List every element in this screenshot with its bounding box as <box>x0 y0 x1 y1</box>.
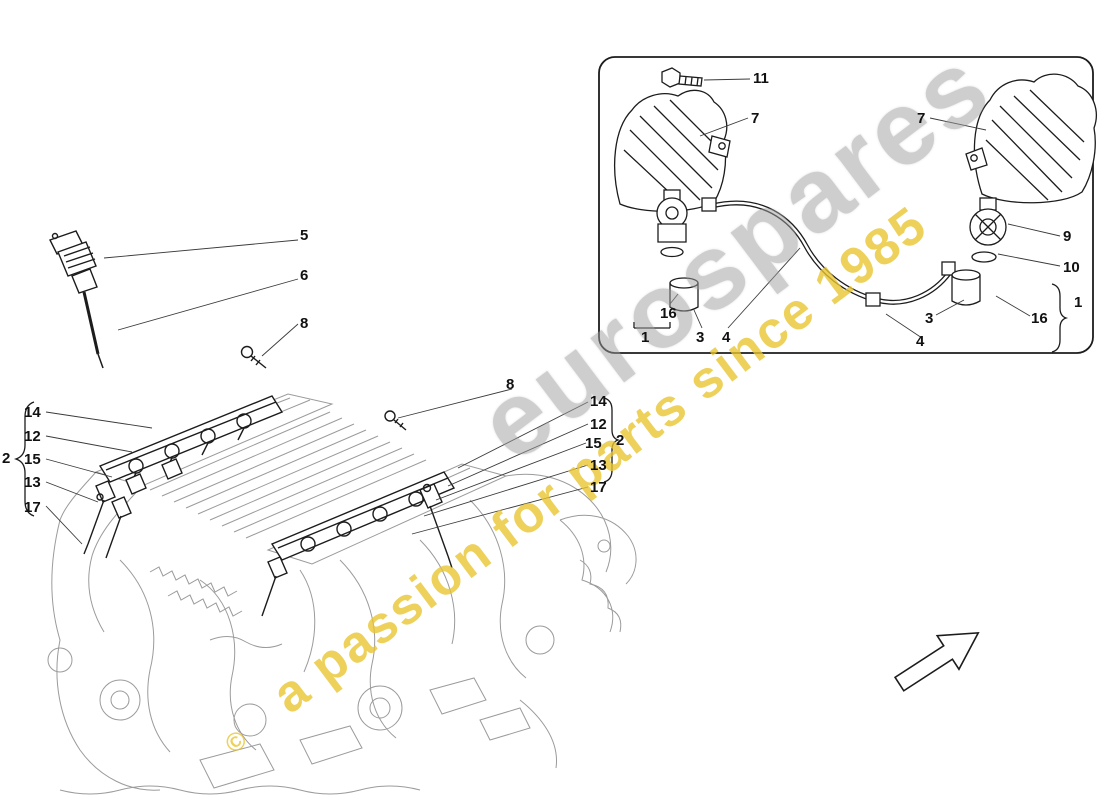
callout-inset-cover-7-right: 7 <box>917 110 926 127</box>
callout-inset-pipe-4-left: 4 <box>722 329 731 346</box>
callout-inset-pump-1-right: 1 <box>1074 294 1083 311</box>
callout-left-rail-15: 15 <box>24 451 41 468</box>
callout-inset-tappet-3-left: 3 <box>696 329 705 346</box>
callout-coil-5: 5 <box>300 227 309 244</box>
callout-inset-tappet-16-left: 16 <box>660 305 677 322</box>
bracket-left-2 <box>13 401 35 517</box>
bracket-inset-1 <box>633 322 671 329</box>
bracket-mid-2 <box>603 397 621 483</box>
callout-right-bolt-8: 8 <box>506 376 515 393</box>
callout-left-injector-17: 17 <box>24 499 41 516</box>
callout-right-group-2: 2 <box>616 432 625 449</box>
fuel-pipe-illustration <box>701 197 956 307</box>
callout-left-group-2: 2 <box>2 450 11 467</box>
callout-inset-tappet-3-right: 3 <box>925 310 934 327</box>
callout-left-rail-14: 14 <box>24 404 41 421</box>
fuel-rail-right-illustration <box>261 410 456 617</box>
callout-left-rail-13: 13 <box>24 474 41 491</box>
callout-right-rail-12: 12 <box>590 416 607 433</box>
bolt-8-illustration <box>240 345 267 369</box>
ignition-coil-illustration <box>49 230 104 369</box>
callout-inset-pump-1-left: 1 <box>641 329 650 346</box>
inset-panel-border <box>598 56 1094 354</box>
callout-bolt-8: 8 <box>300 315 309 332</box>
bolt-11-illustration <box>661 67 703 88</box>
callout-inset-tappet-16-right: 16 <box>1031 310 1048 327</box>
leader-lines <box>45 78 1061 545</box>
callout-left-rail-12: 12 <box>24 428 41 445</box>
callout-inset-ring-9: 9 <box>1063 228 1072 245</box>
hp-pump-right-illustration <box>951 73 1097 306</box>
fuel-rail-left-illustration <box>83 395 284 559</box>
callout-inset-cover-7-left: 7 <box>751 110 760 127</box>
callout-right-rail-13: 13 <box>590 457 607 474</box>
grouping-brackets <box>13 283 1069 517</box>
callout-right-rail-14: 14 <box>590 393 607 410</box>
callout-inset-bolt-11: 11 <box>753 70 769 87</box>
callout-coil-extension-6: 6 <box>300 267 309 284</box>
bracket-right-1 <box>1051 283 1069 353</box>
callout-right-injector-17: 17 <box>590 479 607 496</box>
callout-right-rail-15: 15 <box>585 435 602 452</box>
callout-inset-pipe-4-right: 4 <box>916 333 925 350</box>
direction-arrow <box>893 631 980 692</box>
callout-inset-seal-10: 10 <box>1063 259 1080 276</box>
